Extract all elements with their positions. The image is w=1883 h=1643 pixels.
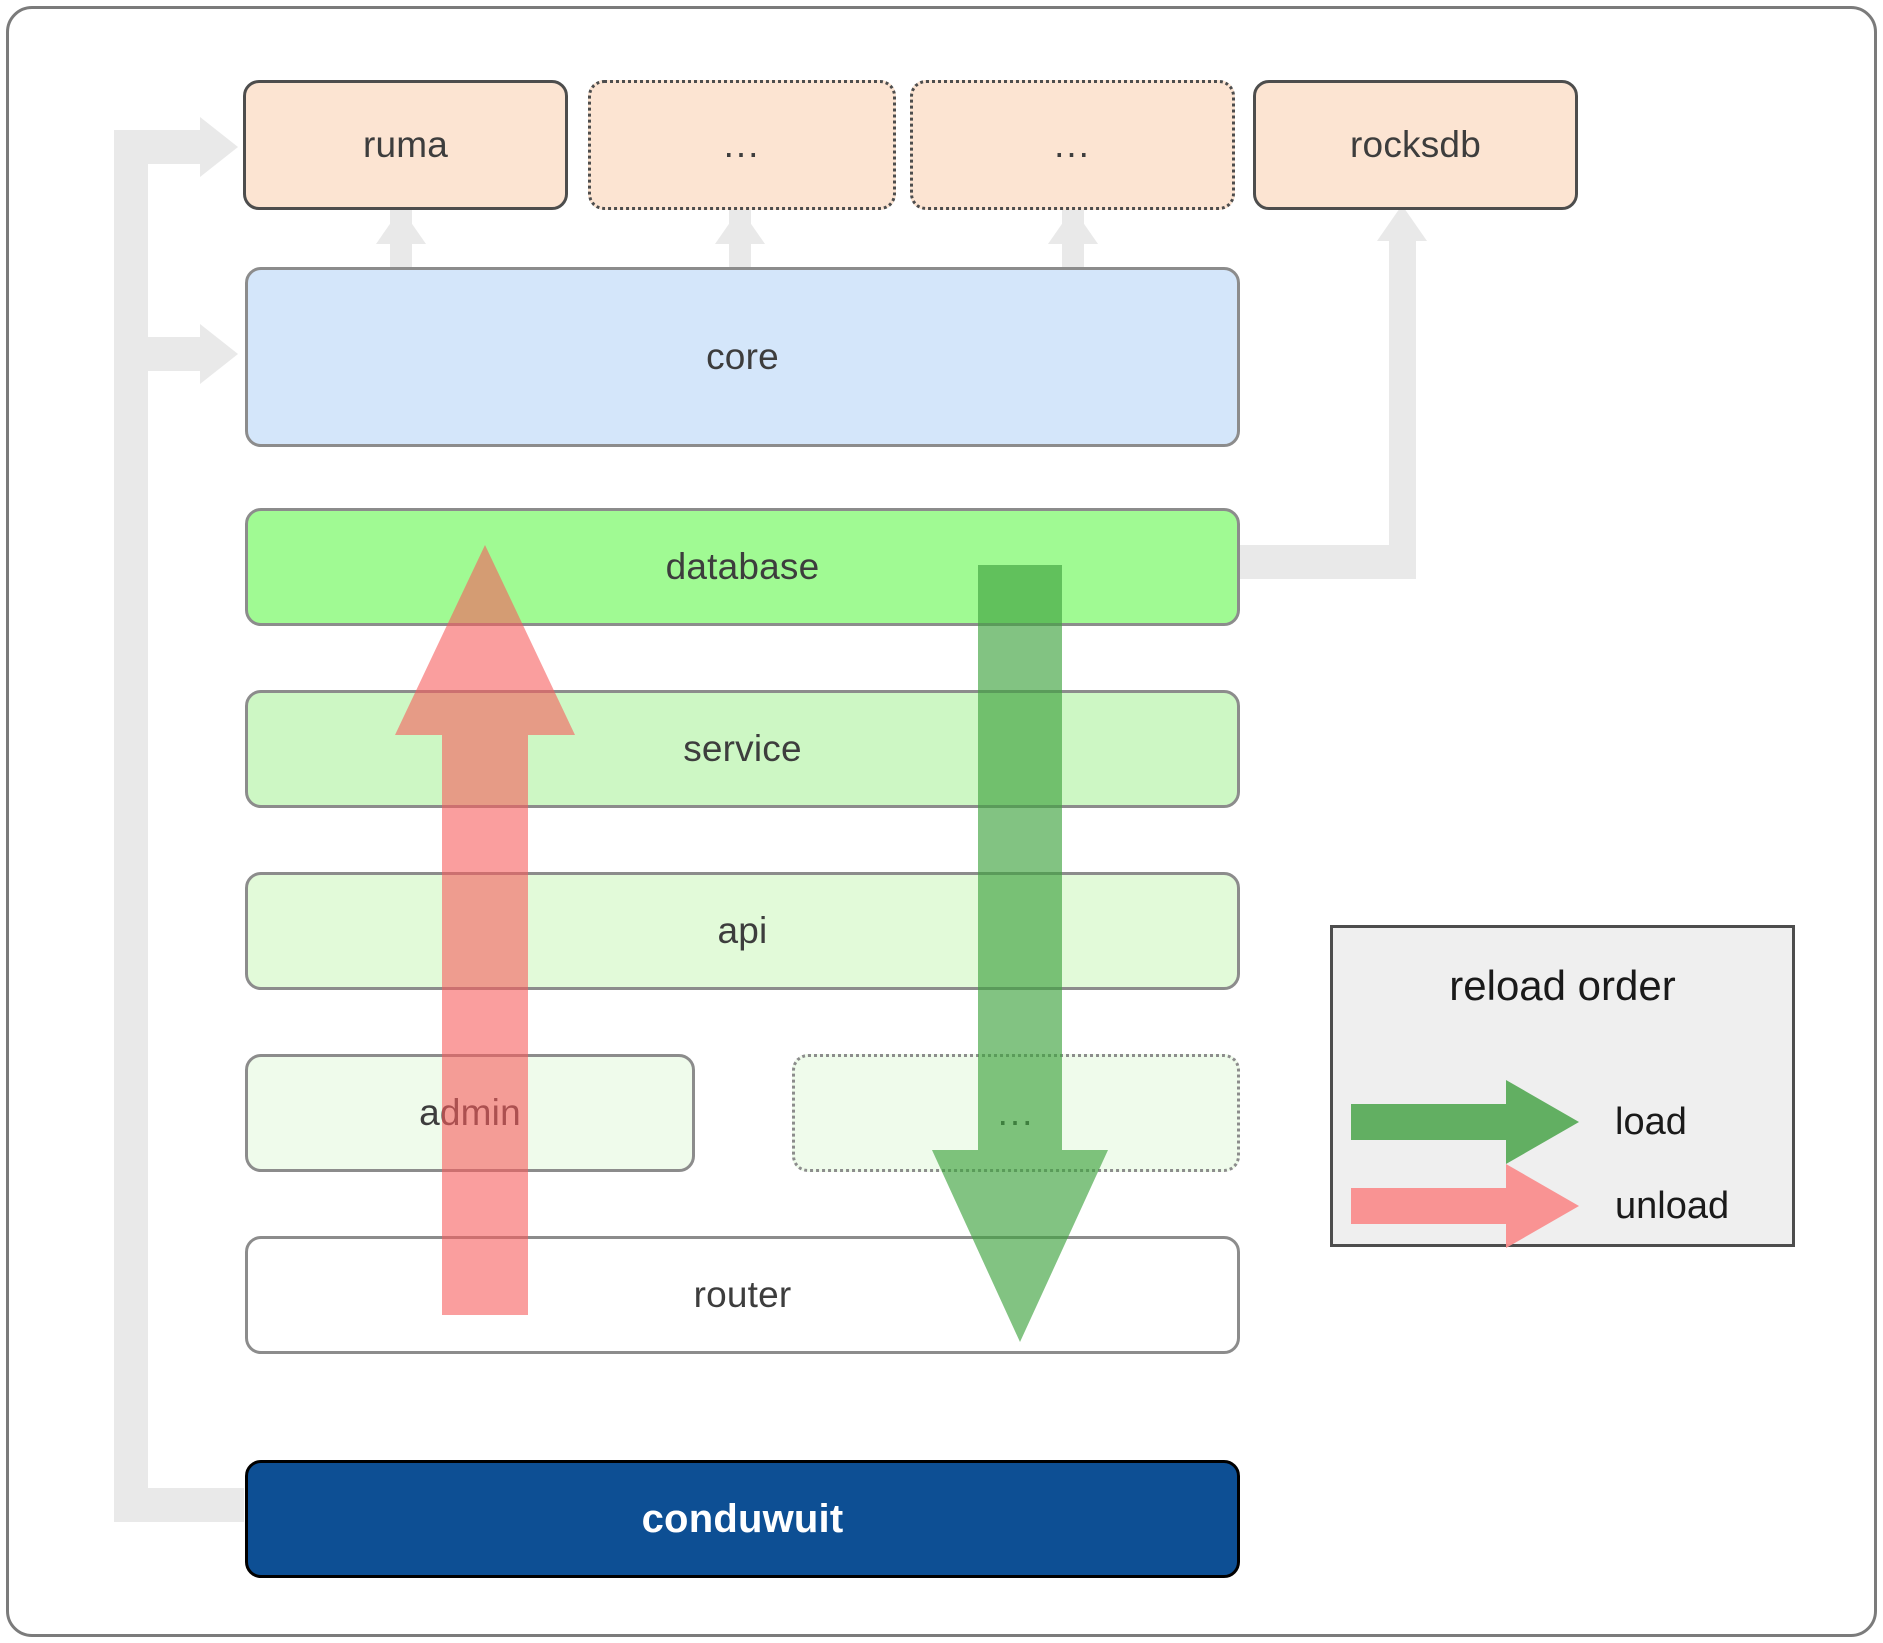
connector-branch-core	[148, 337, 208, 371]
connector-rocksdb-arrow-icon	[1377, 205, 1427, 241]
node-conduwuit[interactable]: conduwuit	[245, 1460, 1240, 1578]
node-api-label: api	[717, 910, 768, 951]
node-more-label: ...	[997, 1091, 1035, 1133]
node-api[interactable]: api	[245, 872, 1240, 990]
node-more[interactable]: ...	[792, 1054, 1240, 1172]
diagram-frame	[6, 6, 1877, 1637]
connector-branch-ruma	[114, 130, 206, 164]
legend-row-unload: unload	[1351, 1160, 1729, 1252]
node-rocksdb[interactable]: rocksdb	[1253, 80, 1578, 210]
connector-database-to-rocksdb-horizontal	[1216, 545, 1416, 579]
connector-core-to-dep3-arrow-icon	[1048, 208, 1098, 244]
node-dep-2[interactable]: ...	[588, 80, 896, 210]
node-conduwuit-label: conduwuit	[641, 1496, 844, 1541]
node-dep-3-label: ...	[1054, 123, 1091, 165]
legend-unload-arrow-icon	[1351, 1164, 1579, 1248]
connector-trunk-vertical	[114, 130, 148, 1522]
node-rocksdb-label: rocksdb	[1350, 124, 1481, 165]
connector-core-to-dep2-arrow-icon	[715, 208, 765, 244]
node-admin[interactable]: admin	[245, 1054, 695, 1172]
node-database-label: database	[665, 546, 820, 587]
connector-core-to-ruma-arrow-icon	[376, 208, 426, 244]
node-router-label: router	[693, 1274, 792, 1315]
node-database[interactable]: database	[245, 508, 1240, 626]
connector-arrow-ruma-icon	[200, 117, 238, 177]
legend-load-label: load	[1615, 1100, 1687, 1143]
legend-row-load: load	[1351, 1076, 1687, 1168]
legend-unload-label: unload	[1615, 1184, 1730, 1227]
connector-trunk-bottom	[114, 1488, 244, 1522]
node-core-label: core	[706, 336, 779, 377]
node-dep-3[interactable]: ...	[910, 80, 1235, 210]
connector-arrow-core-icon	[200, 324, 238, 384]
node-service-label: service	[683, 728, 802, 769]
node-ruma[interactable]: ruma	[243, 80, 568, 210]
node-service[interactable]: service	[245, 690, 1240, 808]
node-router[interactable]: router	[245, 1236, 1240, 1354]
node-ruma-label: ruma	[362, 124, 449, 165]
legend-box: reload order load unload	[1330, 925, 1795, 1248]
node-dep-2-label: ...	[723, 123, 761, 165]
node-admin-label: admin	[419, 1092, 521, 1133]
legend-load-arrow-icon	[1351, 1080, 1579, 1164]
connector-database-to-rocksdb-vertical	[1389, 240, 1416, 560]
legend-title: reload order	[1449, 962, 1676, 1009]
node-core[interactable]: core	[245, 267, 1240, 447]
